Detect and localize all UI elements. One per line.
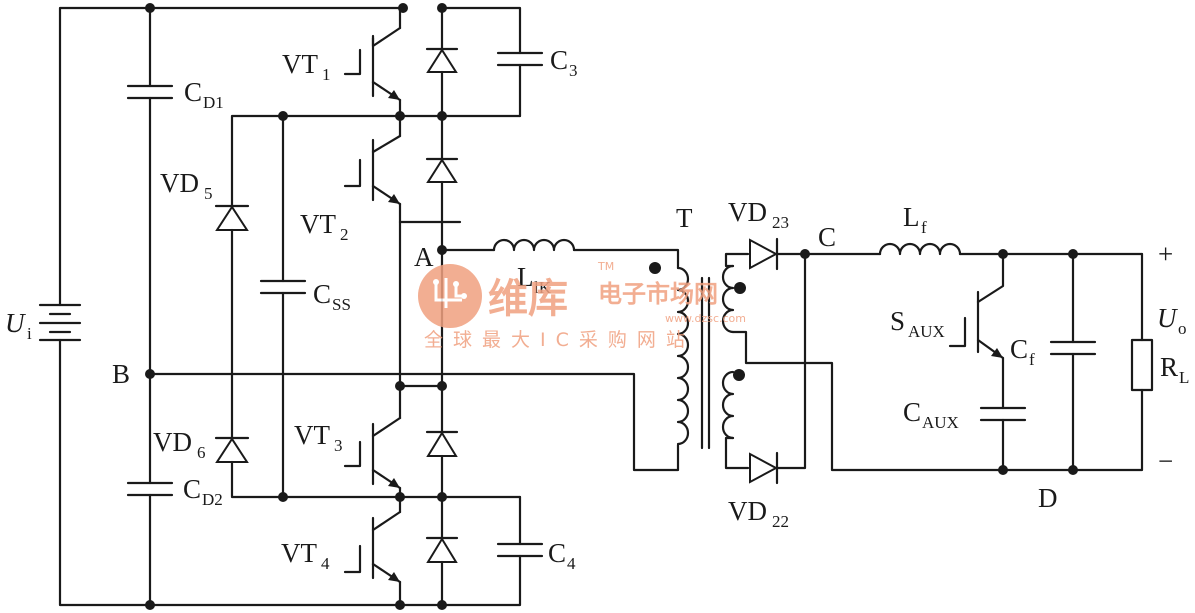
uo-label-sub: o: [1178, 319, 1187, 338]
saux-label-sub: AUX: [908, 322, 945, 341]
watermark: 维库 电子市场网 TM www.dzsc.com 全球最大IC采购网站: [418, 260, 746, 351]
lf-label-sub: f: [921, 218, 927, 237]
vt2-label-sub: 2: [340, 225, 349, 244]
node-c-label: C: [818, 222, 836, 252]
capacitor-css: C SS: [259, 279, 351, 314]
uo-label: U: [1157, 303, 1178, 333]
vt2-label: VT: [300, 209, 336, 239]
node-b: B: [112, 359, 680, 472]
vd23-label: VD: [728, 197, 767, 227]
cf-label: C: [1010, 334, 1028, 364]
css-label-sub: SS: [332, 295, 351, 314]
switch-saux: S AUX: [890, 252, 1005, 410]
cd2-label: C: [183, 474, 201, 504]
minus-label: −: [1158, 446, 1173, 476]
load-rl: R L U o + − D: [1001, 239, 1189, 513]
llk-label-sub: lK: [534, 278, 552, 297]
capacitor-caux: C AUX: [903, 397, 1027, 472]
cd1-label: C: [184, 77, 202, 107]
rl-label: R: [1160, 352, 1178, 382]
node-d-label: D: [1038, 483, 1058, 513]
vd22-label: VD: [728, 496, 767, 526]
c4-label: C: [548, 538, 566, 568]
c3-label: C: [550, 45, 568, 75]
diode-vd22: VD 22: [728, 252, 807, 531]
watermark-url: www.dzsc.com: [665, 312, 746, 325]
cd1-label-sub: D1: [203, 93, 224, 112]
watermark-tm: TM: [597, 260, 614, 273]
capacitor-cd2: C D2: [126, 372, 223, 607]
vt1-label-sub: 1: [322, 65, 331, 84]
t-label: T: [676, 203, 693, 233]
vd22-label-sub: 22: [772, 512, 789, 531]
vd6-label-sub: 6: [197, 443, 206, 462]
watermark-site: 电子市场网: [598, 280, 718, 308]
vt4-label: VT: [281, 538, 317, 568]
clamp-network: [230, 114, 402, 499]
lf-label: L: [903, 202, 920, 232]
diode-vd6: VD 6: [153, 427, 250, 463]
vt4-label-sub: 4: [321, 554, 330, 573]
vd6-label: VD: [153, 427, 192, 457]
vt3-label: VT: [294, 420, 330, 450]
capacitor-c3: C 3: [440, 6, 578, 118]
diode-vd5: VD 5: [160, 168, 250, 231]
caux-label-sub: AUX: [922, 413, 959, 432]
capacitor-cf: C f: [1010, 252, 1097, 472]
cd2-label-sub: D2: [202, 490, 223, 509]
caux-label: C: [903, 397, 921, 427]
watermark-tagline: 全球最大IC采购网站: [424, 329, 695, 351]
rl-label-sub: L: [1179, 368, 1189, 387]
cf-label-sub: f: [1029, 350, 1035, 369]
plus-label: +: [1158, 239, 1173, 269]
node-a-label: A: [414, 242, 434, 272]
leakage-inductor: A L lK: [414, 238, 680, 297]
diode-vd23: VD 23: [728, 197, 807, 271]
capacitor-cd1: C D1: [126, 6, 224, 376]
junction-dots: [145, 3, 1078, 610]
ui-label: U: [5, 308, 26, 338]
vt-labels: VT 1 VT 2 VT 3 VT 4: [281, 49, 349, 573]
output-inductor-lf: C L f: [803, 202, 1144, 256]
vt1-label: VT: [282, 49, 318, 79]
vd23-label-sub: 23: [772, 213, 789, 232]
llk-label: L: [517, 262, 534, 292]
transformer-t: T: [649, 203, 1005, 472]
saux-label: S: [890, 306, 905, 336]
vt3-label-sub: 3: [334, 436, 343, 455]
c3-label-sub: 3: [569, 61, 578, 80]
c4-label-sub: 4: [567, 554, 576, 573]
dc-source-ui: U i: [5, 6, 405, 607]
capacitor-c4: C 4: [398, 495, 576, 607]
watermark-logo: [418, 264, 482, 328]
ui-label-sub: i: [27, 324, 32, 343]
watermark-brand: 维库: [488, 276, 568, 322]
vd5-label: VD: [160, 168, 199, 198]
vd5-label-sub: 5: [204, 184, 213, 203]
node-b-label: B: [112, 359, 130, 389]
css-label: C: [313, 279, 331, 309]
